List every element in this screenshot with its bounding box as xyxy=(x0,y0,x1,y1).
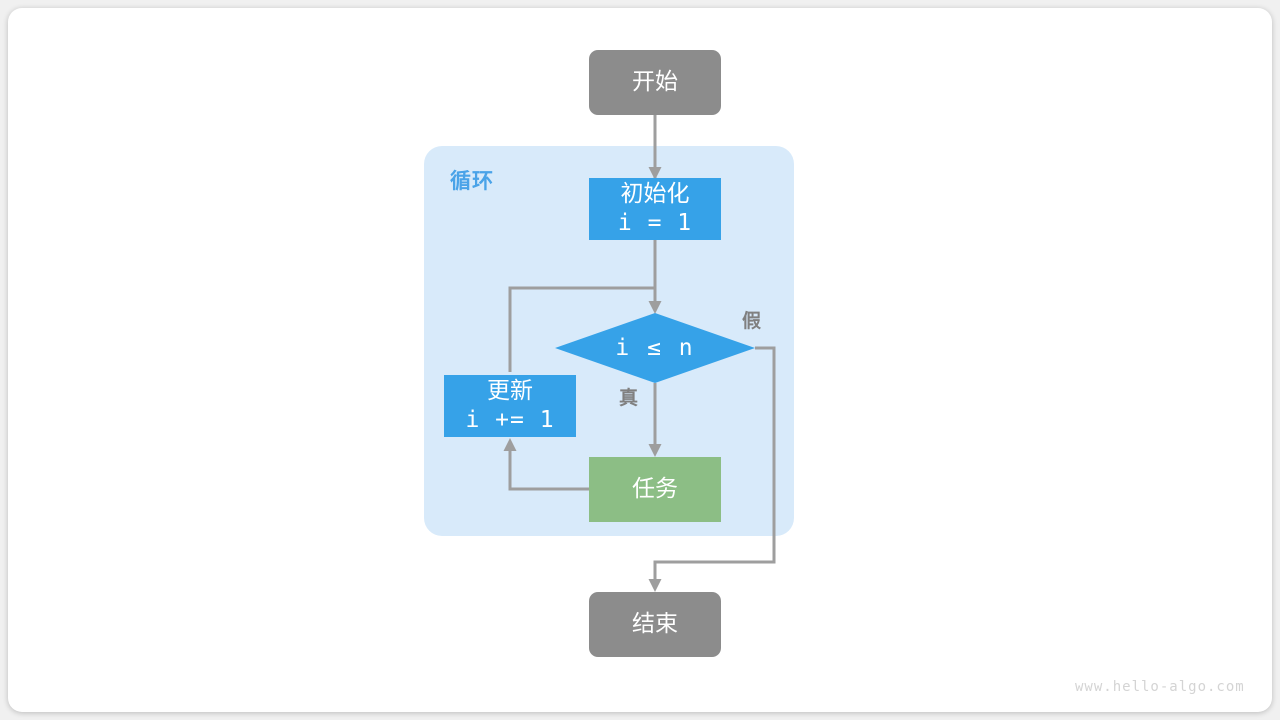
diamond-shape xyxy=(555,313,755,383)
node-update-line-2: i += 1 xyxy=(465,407,555,433)
node-update-line-1: 更新 xyxy=(487,378,533,404)
node-condition-label: i ≤ n xyxy=(615,335,695,361)
edge-label-false: 假 xyxy=(742,310,762,332)
node-init-line-1: 初始化 xyxy=(620,181,690,207)
edge-label-true: 真 xyxy=(619,387,639,409)
arrow-condition-to-end xyxy=(648,579,662,592)
node-start[interactable]: 开始 xyxy=(589,50,721,115)
loop-container-label: 循环 xyxy=(450,170,494,193)
node-init-line-2: i = 1 xyxy=(617,210,693,236)
node-end[interactable]: 结束 xyxy=(589,592,721,657)
node-task[interactable]: 任务 xyxy=(589,457,721,522)
node-init[interactable]: 初始化 i = 1 xyxy=(589,178,721,240)
node-task-line-1: 任务 xyxy=(632,476,678,502)
node-condition[interactable]: i ≤ n xyxy=(555,313,755,383)
watermark: www.hello-algo.com xyxy=(1075,679,1245,695)
node-end-line-1: 结束 xyxy=(632,611,678,637)
node-start-line-1: 开始 xyxy=(632,69,678,95)
node-update[interactable]: 更新 i += 1 xyxy=(444,375,576,437)
